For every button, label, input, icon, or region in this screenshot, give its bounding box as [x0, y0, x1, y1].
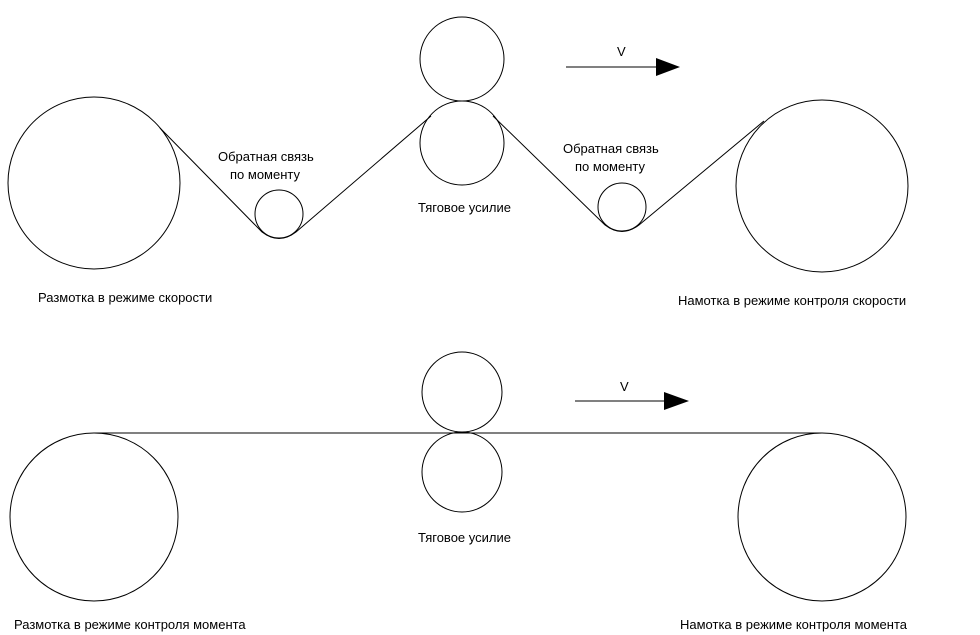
- top-rewind-label: Намотка в режиме контроля скорости: [678, 293, 906, 308]
- bottom-diagram: V Тяговое усилие Размотка в режиме контр…: [9, 351, 908, 632]
- top-traction-label: Тяговое усилие: [418, 200, 511, 215]
- bottom-upper-nip-roll: [421, 351, 503, 433]
- top-velocity-arrow: [566, 58, 680, 76]
- top-web-path: [159, 115, 765, 239]
- top-feedback-right-line1: Обратная связь: [563, 141, 659, 156]
- top-feedback-left-line1: Обратная связь: [218, 149, 314, 164]
- bottom-rewind-roll: [737, 432, 907, 602]
- top-diagram: V Обратная связь по моменту Тяговое усил…: [7, 16, 909, 308]
- bottom-unwind-roll: [9, 432, 179, 602]
- bottom-lower-nip-roll: [421, 431, 503, 513]
- top-upper-nip-roll: [419, 16, 505, 102]
- top-left-dancer-roll: [254, 189, 304, 239]
- top-velocity-label: V: [617, 44, 626, 59]
- top-feedback-left-line2: по моменту: [230, 167, 300, 182]
- bottom-velocity-arrow: [575, 392, 689, 410]
- top-rewind-roll: [735, 99, 909, 273]
- top-unwind-label: Размотка в режиме скорости: [38, 290, 212, 305]
- bottom-traction-label: Тяговое усилие: [418, 530, 511, 545]
- top-unwind-roll: [7, 96, 181, 270]
- top-right-dancer-roll: [597, 182, 647, 232]
- top-lower-nip-roll: [419, 100, 505, 186]
- bottom-rewind-label: Намотка в режиме контроля момента: [680, 617, 908, 632]
- bottom-unwind-label: Размотка в режиме контроля момента: [14, 617, 246, 632]
- top-feedback-right-line2: по моменту: [575, 159, 645, 174]
- bottom-velocity-label: V: [620, 379, 629, 394]
